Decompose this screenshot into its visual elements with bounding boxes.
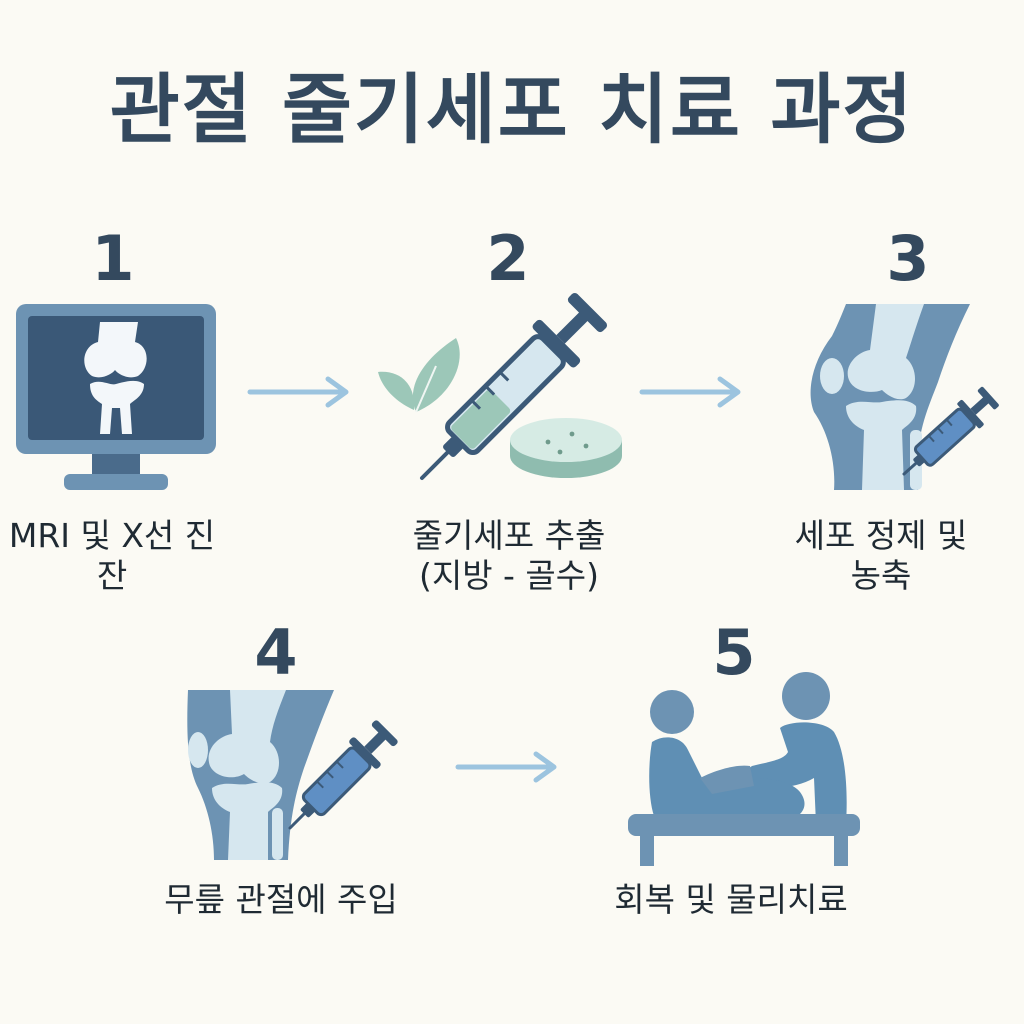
step-3-number: 3 — [886, 222, 930, 295]
step-4-label: 무릎 관절에 주입 — [138, 880, 424, 920]
step-3-label-line-1: 세포 정제 및 — [794, 516, 968, 555]
arrow-step4-to-step5 — [455, 751, 557, 783]
physical-therapy-icon — [628, 672, 860, 866]
knee-syringe-icon — [810, 304, 999, 490]
step-4-number: 4 — [254, 616, 298, 689]
syringe-extraction-icon — [378, 292, 622, 480]
step-1-number: 1 — [91, 222, 135, 295]
step-2-label-line-2: (지방 - 골수) — [418, 556, 600, 596]
diagram-title: 관절 줄기세포 치료 과정 — [109, 65, 915, 154]
step-4-label-line-1: 무릎 관절에 주입 — [164, 880, 398, 919]
step-2-label: 줄기세포 추출 (지방 - 골수) — [384, 516, 634, 597]
step-1-label-line-1: MRI 및 X선 진 — [8, 516, 216, 555]
step-3-label-line-2: 농축 — [850, 556, 912, 596]
step-1-label: MRI 및 X선 진 잔 — [0, 516, 224, 597]
mri-monitor-icon — [16, 304, 216, 490]
step-2-number: 2 — [486, 222, 530, 295]
step-5-label: 회복 및 물리치료 — [588, 880, 874, 920]
step-3-label: 세포 정제 및 농축 — [776, 516, 986, 597]
arrow-step2-to-step3 — [639, 376, 741, 408]
step-5-label-line-1: 회복 및 물리치료 — [614, 880, 848, 919]
step-5-number: 5 — [712, 616, 756, 689]
knee-injection-icon — [187, 690, 398, 860]
step-1-label-line-2: 잔 — [96, 556, 128, 596]
arrow-step1-to-step2 — [247, 376, 349, 408]
step-2-label-line-1: 줄기세포 추출 — [412, 516, 606, 555]
